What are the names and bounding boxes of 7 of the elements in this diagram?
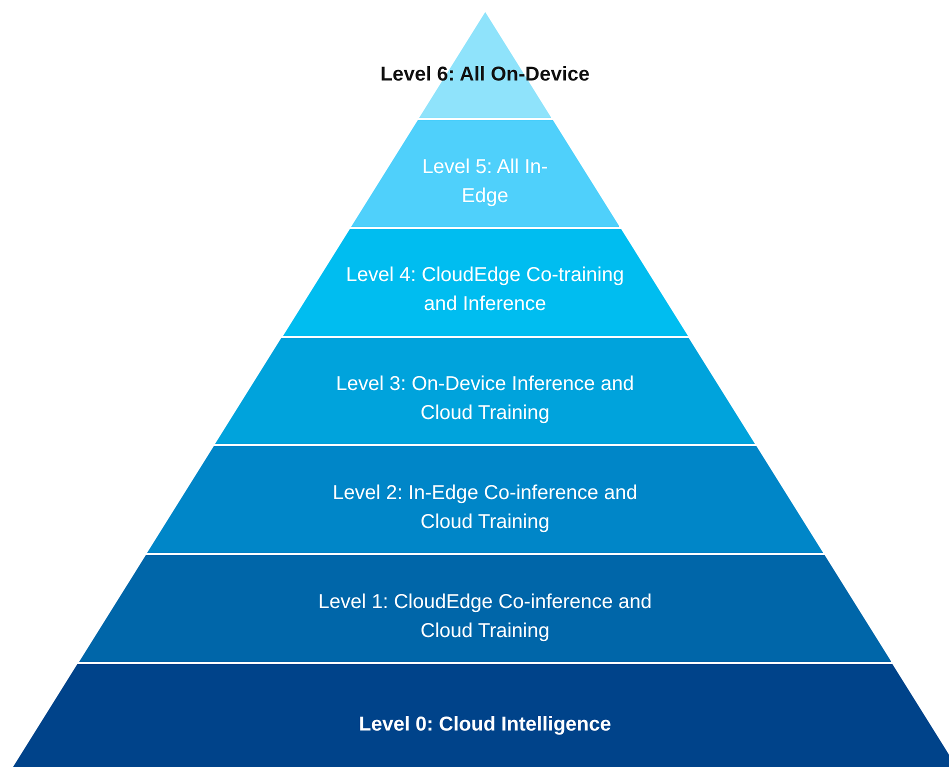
level-label: Level 0: Cloud Intelligence — [358, 712, 612, 738]
level-label: Level 3: On-Device Inference and Cloud Training — [335, 372, 635, 426]
level-label: Level 1: CloudEdge Co-inference and Cloud Training — [317, 590, 653, 644]
level-label: Level 5: All In-Edge — [421, 155, 549, 209]
level-label: Level 6: All On-Device — [379, 62, 591, 88]
level-label: Level 4: CloudEdge Co-training and Inference — [345, 263, 625, 317]
level-label: Level 2: In-Edge Co-inference and Cloud Training — [332, 481, 638, 535]
